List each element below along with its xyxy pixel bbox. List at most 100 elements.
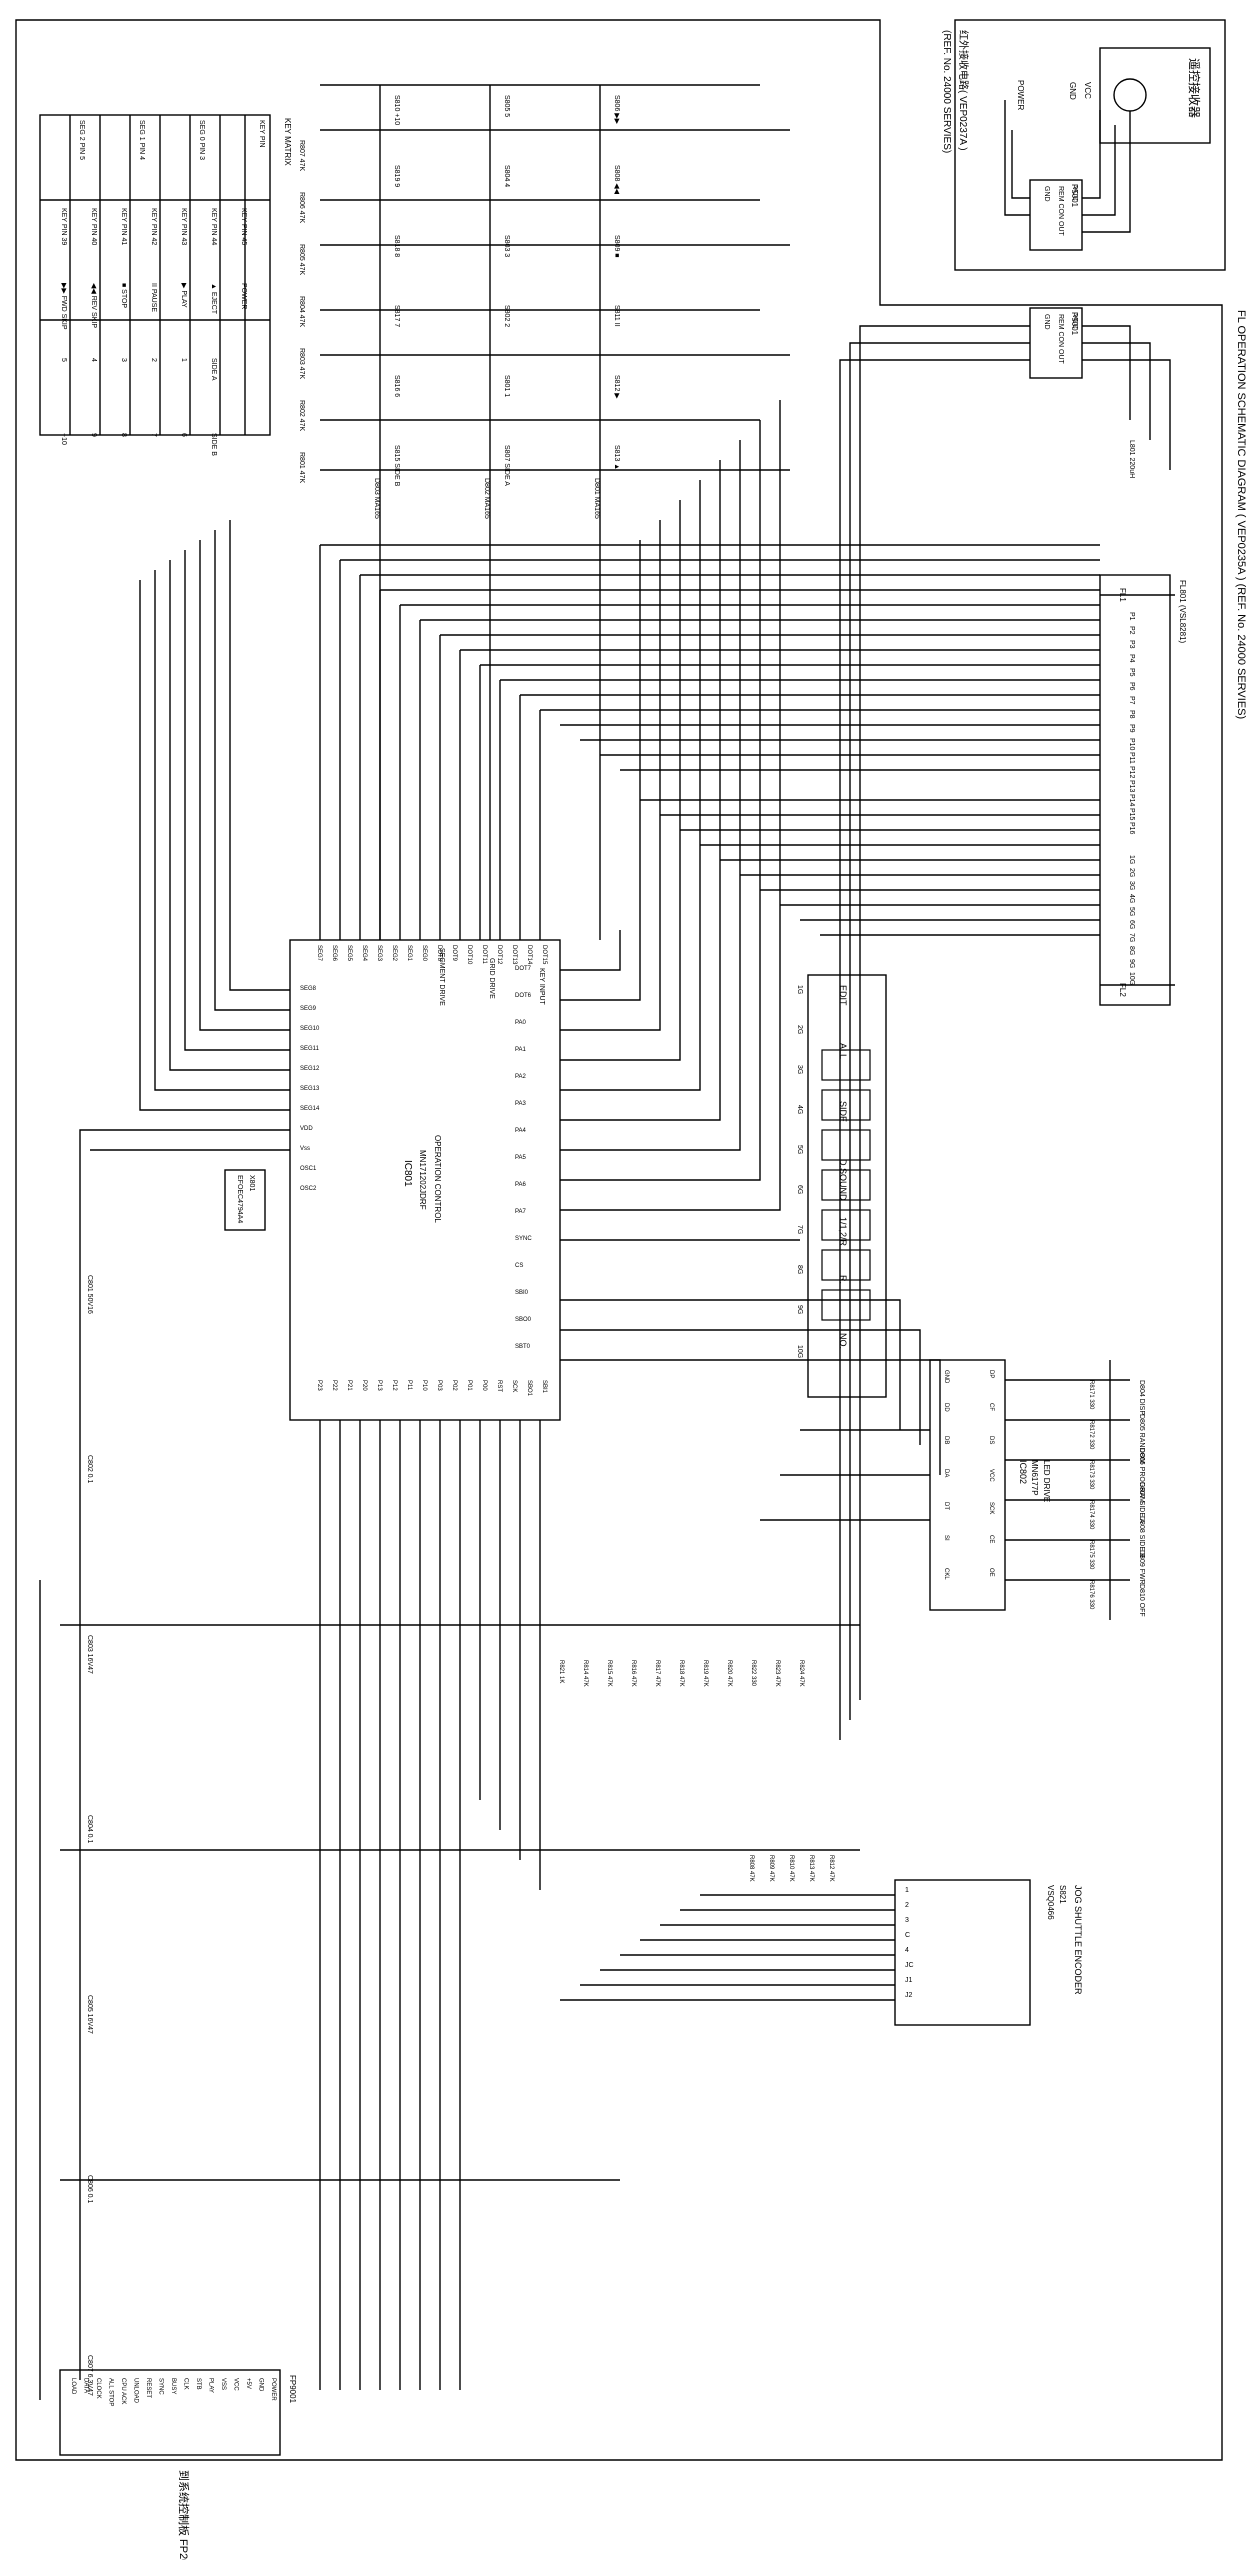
key-matrix-cell: 2 (150, 358, 157, 362)
remote-receiver-module (1099, 47, 1211, 144)
ic802-pin: DA (943, 1469, 949, 1477)
fl-grid-pin: 7G (1128, 933, 1135, 942)
fl-grid-pin: 2G (1128, 868, 1135, 877)
led-display-frame (807, 974, 887, 1398)
misc-resistor-label: R817 47K (654, 1660, 660, 1687)
ic802-pin: DT (943, 1502, 949, 1510)
ic801-group: SEGMENT DRIVE (438, 948, 445, 1006)
fp9001-pin-label: GND (258, 2378, 264, 2392)
fl-segment-pin: P9 (1128, 724, 1135, 733)
ic801-top-pin: SEG1 (406, 945, 412, 962)
led-display-grid: 10G (796, 1345, 803, 1358)
ic802-pin: DB (943, 1436, 949, 1444)
ic801-bottom-pin: RST (496, 1380, 502, 1392)
led-display-digits (821, 1049, 871, 1321)
misc-resistor-label: R821 1K (558, 1660, 564, 1683)
led-label: D804 DISP (1138, 1380, 1145, 1415)
resistor-label: R801 47K (298, 452, 305, 483)
led-resistor-label: R8175 330 (1088, 1540, 1094, 1570)
misc-resistor-label: R822 330 (750, 1660, 756, 1687)
ic801-right-pin: PA6 (515, 1182, 527, 1188)
switch-label: S804 4 (503, 165, 510, 187)
key-matrix-cell: KEY PIN 42 (150, 208, 157, 245)
p9001-pin-label: REM CON OUT (1057, 314, 1064, 365)
ic802-pin: CF (988, 1403, 994, 1411)
ic801-right-pin: PA0 (515, 1020, 527, 1026)
key-matrix-cell: SIDE A (210, 358, 217, 381)
fp9001-board-label: 到系统控制板 FP2001 插座 (177, 2470, 191, 2560)
jog-resistor-label: R809 47K (768, 1855, 774, 1882)
key-matrix-cell: KEY PIN 43 (180, 208, 187, 245)
key-matrix-cell: ▶ PLAY (180, 283, 187, 308)
led-display-grid: 9G (796, 1305, 803, 1314)
ic801-bottom-pin: P01 (466, 1380, 472, 1391)
ic801-right-pin: PA4 (515, 1128, 527, 1134)
capacitor-label: C806 0.1 (86, 2175, 93, 2204)
switch-label: S812 ▶ (613, 375, 620, 399)
resistor-label: R804 47K (298, 296, 305, 327)
diode-label: D802 MA165 (483, 478, 490, 519)
ic802-ref: IC802 (1018, 1460, 1028, 1484)
key-matrix-header: SEG 2 PIN 5 (78, 120, 85, 160)
fp9001-pin-label: CLK (183, 2378, 189, 2390)
misc-resistor-label: R820 47K (726, 1660, 732, 1687)
fl-segment-pin: P5 (1128, 668, 1135, 677)
fp9001-pin-label: ALL STOP (108, 2378, 114, 2406)
fl-grid-pin: 9G (1128, 959, 1135, 968)
led-display-label: 1/1,2/R (838, 1217, 848, 1247)
ic801-bottom-pin: P22 (331, 1380, 337, 1391)
ic802-part: MN6177P (1030, 1460, 1039, 1496)
ic801-bottom-pin: SCK (511, 1380, 517, 1392)
switch-label: S816 6 (393, 375, 400, 397)
receiver-lens (1113, 78, 1147, 112)
ic801-top-pin: DOT12 (496, 945, 502, 965)
ic801-top-pin: DOT14 (526, 945, 532, 965)
fl-segment-pin: P12 (1128, 766, 1135, 779)
capacitor-label: C803 16V47 (86, 1635, 93, 1674)
led-label: D808 SIDE B (1138, 1516, 1145, 1558)
ic801-left-pin: SEG12 (300, 1066, 320, 1072)
ic802-pin: DP (988, 1370, 994, 1378)
fl-segment-pin: P2 (1128, 626, 1135, 635)
ic802-pin: SCK (988, 1502, 994, 1514)
key-matrix-cell: KEY PIN 39 (60, 208, 67, 245)
ic801-right-pin: CS (515, 1263, 523, 1269)
jog-encoder-body (894, 1879, 1031, 2026)
diode-label: D803 MA165 (373, 478, 380, 519)
key-matrix-cell: KEY PIN 40 (90, 208, 97, 245)
fl-filament-pin: FL2 (1118, 983, 1127, 997)
fl-segment-pin: P14 (1128, 794, 1135, 807)
resistor-label: R806 47K (298, 192, 305, 223)
remote-board-label: 红外接收电路( VEP0237A ) (957, 30, 970, 151)
fl-segment-pin: P6 (1128, 682, 1135, 691)
fp9001-pin-label: DATA (83, 2378, 89, 2393)
led-label: D810 OFF (1138, 1584, 1145, 1617)
switch-label: S811 II (613, 305, 620, 327)
remote-receiver-label: 遥控接收器 (1187, 58, 1202, 118)
ic801-right-pin: PA2 (515, 1074, 527, 1080)
ic801-left-pin: VDD (300, 1126, 313, 1132)
jog-encoder-pin: 3 (905, 1917, 909, 1924)
key-matrix-cell: 4 (90, 358, 97, 362)
resistor-label: R805 47K (298, 244, 305, 275)
fl-grid-pin: 10G (1128, 972, 1135, 985)
key-matrix-cell: 9 (90, 433, 97, 437)
fp9001-pin-label: VSS (220, 2378, 226, 2390)
key-matrix-cell: ◀◀ REV SKIP (90, 283, 97, 328)
board-border (15, 19, 1223, 2461)
key-matrix-cell: KEY PIN 45 (240, 208, 247, 245)
jog-encoder-pin: C (905, 1932, 910, 1939)
key-matrix-cell: KEY PIN 41 (120, 208, 127, 245)
resistor-label: R807 47K (298, 140, 305, 171)
switch-label: S808 ◀◀ (613, 165, 620, 195)
ic801-group: KEY INPUT (538, 968, 545, 1006)
capacitor-label: C807 6.3V47 (86, 2355, 93, 2396)
led-ic-leads (760, 1379, 1110, 1581)
fl-grid-pin: 4G (1128, 894, 1135, 903)
led-display-grid: 2G (796, 1025, 803, 1034)
jog-resistor-label: R810 47K (788, 1855, 794, 1882)
fp9001-pin-label: CLOCK (95, 2378, 101, 2399)
ic801-right-pin: SBT0 (515, 1344, 531, 1350)
